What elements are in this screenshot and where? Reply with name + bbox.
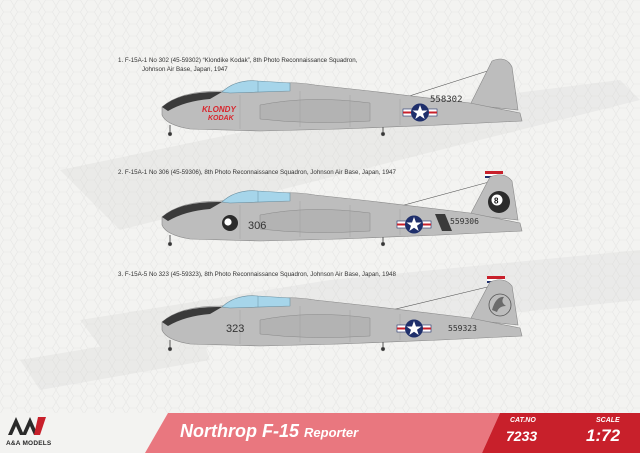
product-title-main: Northrop F-15 — [180, 421, 299, 441]
aa-models-logo-icon — [8, 417, 46, 435]
aircraft-profile-3: 323 559323 — [161, 276, 523, 352]
nose-art-line1: KLONDY — [202, 105, 236, 114]
tail-number: 559323 — [448, 324, 477, 333]
product-title-sub: Reporter — [304, 425, 359, 440]
fuselage-number: 306 — [248, 220, 266, 232]
us-star-insignia — [396, 319, 432, 338]
us-star-insignia — [396, 215, 432, 234]
scale-label: SCALE — [596, 417, 620, 424]
profile-3-caption: 3. F-15A-5 No 323 (45-59323), 8th Photo … — [118, 271, 396, 278]
product-title: Northrop F-15 Reporter — [180, 421, 358, 442]
profile-1-caption-line2: Johnson Air Base, Japan, 1947 — [142, 66, 228, 73]
profile-1-caption-line1: 1. F-15A-1 No 302 (45-59302) “Klondike K… — [118, 57, 358, 64]
scale-value: 1:72 — [586, 426, 621, 445]
us-star-insignia — [402, 103, 438, 122]
profile-1-caption: 1. F-15A-1 No 302 (45-59302) “Klondike K… — [118, 56, 357, 74]
tail-eight-ball-emblem: 8 — [488, 191, 510, 213]
fuselage-number: 323 — [226, 323, 244, 335]
aircraft-profile-2: 306 8 559306 — [161, 171, 523, 247]
tail-number: 558302 — [430, 95, 463, 105]
tail-number: 559306 — [450, 217, 479, 226]
brand-name: A&A MODELS — [6, 440, 52, 447]
cat-no-label: CAT.NO — [510, 417, 536, 424]
squadron-emblem — [488, 293, 512, 317]
eight-ball-nose-emblem — [222, 215, 238, 231]
nose-art-line2: KODAK — [208, 115, 235, 122]
aircraft-profile-1: KLONDY KODAK 558302 — [161, 58, 523, 137]
profile-2-caption: 2. F-15A-1 No 306 (45-59306), 8th Photo … — [118, 169, 396, 176]
tail-emblem-number: 8 — [494, 197, 499, 206]
footer-bar — [0, 413, 640, 453]
cat-no-value: 7233 — [506, 428, 538, 444]
